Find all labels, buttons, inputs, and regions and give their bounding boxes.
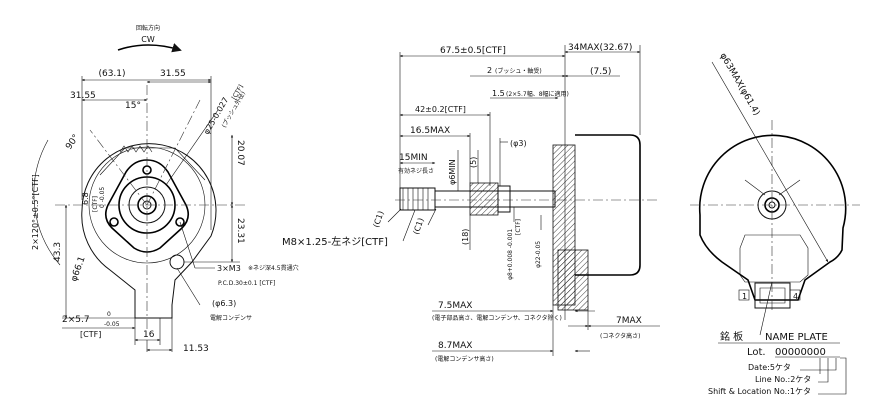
dim-90deg: 90° xyxy=(64,133,81,152)
dim-31-55-left: 31.55 xyxy=(70,91,96,101)
pin4-box xyxy=(789,289,801,301)
dim-phi8-ctf: [CTF] xyxy=(515,219,522,235)
mount-hole-3 xyxy=(109,217,119,227)
dim-c1-a: (C1) xyxy=(371,210,385,229)
dim-2x5-7: 2×5.7 xyxy=(62,315,90,325)
rear-outline xyxy=(698,134,847,301)
bushing xyxy=(469,182,499,216)
dim-7max: 7MAX xyxy=(616,316,642,326)
dim-2-bush-jp: (ブッシュ・軸受) xyxy=(495,67,542,75)
shift-label: Shift & Location No.:1ケタ xyxy=(708,387,811,396)
dim-2-bush: 2 xyxy=(487,66,492,75)
bushing-ring xyxy=(497,185,511,213)
dim-11-53: 11.53 xyxy=(183,344,209,354)
dim-6-8-tol: 0 -0.05 xyxy=(99,187,106,208)
date-label: Date:5ケタ xyxy=(748,363,791,372)
flange-section-lower xyxy=(557,249,589,311)
dim-18: (18) xyxy=(461,229,470,245)
dim-63-1: (63.1) xyxy=(98,69,125,79)
dim-6-8: 6.8 xyxy=(81,192,90,205)
pin4-label: 4 xyxy=(793,292,798,301)
rotor-body xyxy=(575,134,641,276)
side-view: 67.5±0.5[CTF] 34MAX(32.67) 2 (ブッシュ・軸受) (… xyxy=(282,43,660,363)
dim-phi3: (φ3) xyxy=(510,139,527,148)
dim-23-31: 23.31 xyxy=(235,218,245,244)
dim-1-5-note: (2×5.7幅、8幅に適用) xyxy=(506,90,569,98)
dim-7-5: (7.5) xyxy=(590,67,611,77)
dim-phi66-1: φ66.1 xyxy=(69,255,87,283)
dim-phi6-3-jp: 電解コンデンサ xyxy=(210,314,252,322)
dim-43-3: 43.3 xyxy=(53,242,63,262)
mount-hole-2 xyxy=(175,217,185,227)
dim-phi63max: φ63MAX(φ61.4) xyxy=(717,52,761,118)
coil-pattern xyxy=(119,145,153,153)
dim-3xm3: 3×M3 xyxy=(217,264,241,273)
dim-31-55-top: 31.55 xyxy=(160,69,186,79)
lot-code: 00000000 xyxy=(775,347,826,358)
dim-phi22: φ22-0.05 xyxy=(535,241,542,268)
dim-c1-b: (C1) xyxy=(411,217,425,236)
rotation-label-jp: 回転方向 xyxy=(136,24,160,32)
dim-ctf-bottom: [CTF] xyxy=(80,330,101,339)
dim-6-8-ctf: [CTF] xyxy=(92,196,99,212)
line-label: Line No.:2ケタ xyxy=(755,375,811,384)
name-plate: 銘 板 NAME PLATE Lot. 00000000 Date:5ケタ Li… xyxy=(708,281,847,396)
pin1-label: 1 xyxy=(742,292,747,301)
dim-16: 16 xyxy=(143,330,155,340)
dim-34max: 34MAX(32.67) xyxy=(568,43,632,53)
dim-15deg: 15° xyxy=(125,101,141,111)
dim-m8: M8×1.25-左ネジ[CTF] xyxy=(282,235,388,248)
rear-view: 1 4 φ63MAX(φ61.4) xyxy=(690,52,860,310)
capacitor-hole xyxy=(169,254,185,270)
dim-15min-jp: 有効ネジ長さ xyxy=(398,167,434,175)
dim-phi6min: φ6MIN xyxy=(448,159,457,185)
name-plate-jp: 銘 板 xyxy=(720,330,743,343)
dim-phi6-3: (φ6.3) xyxy=(212,299,236,308)
lot-label: Lot. xyxy=(747,347,766,358)
dim-16-5max: 16.5MAX xyxy=(410,126,450,136)
dim-7max-jp: (コネクタ高さ) xyxy=(600,332,640,340)
name-plate-en: NAME PLATE xyxy=(765,332,828,343)
dim-3xm3-note: ※ネジ深4.5貫通穴 xyxy=(248,264,299,272)
dim-pcd: P.C.D.30±0.1 [CTF] xyxy=(218,280,275,287)
name-plate-area xyxy=(739,234,809,283)
dim-7-5max: 7.5MAX xyxy=(438,301,472,311)
dim-42: 42±0.2[CTF] xyxy=(415,105,466,114)
dim-67-5: 67.5±0.5[CTF] xyxy=(440,46,506,56)
shaft-thread xyxy=(399,187,436,211)
dim-7-5max-jp: (電子部品高さ、電解コンデンサ、コネクタ除く) xyxy=(432,314,562,322)
dim-8-7max-jp: (電解コンデンサ高さ) xyxy=(435,355,494,363)
dim-1-5: 1.5 xyxy=(492,89,505,98)
motor-outline xyxy=(81,143,217,319)
dim-15min: 15MIN xyxy=(399,153,428,163)
rotation-label-dir: CW xyxy=(141,35,155,44)
dim-20-07: 20.07 xyxy=(235,140,245,166)
dim-2x5-7-tol-bot: -0.05 xyxy=(104,321,120,328)
rotation-arrow xyxy=(117,43,182,53)
dim-2x5-7-tol-top: 0 xyxy=(107,311,111,318)
pcb-outline xyxy=(99,147,206,181)
dim-8-7max: 8.7MAX xyxy=(438,341,472,351)
front-view: 回転方向 CW (63.1) 31.55 xyxy=(31,24,299,354)
pin1-box xyxy=(738,289,750,301)
dim-phi8: φ8+0.008 -0.001 xyxy=(507,229,514,280)
dim-5: (5) xyxy=(469,157,478,168)
